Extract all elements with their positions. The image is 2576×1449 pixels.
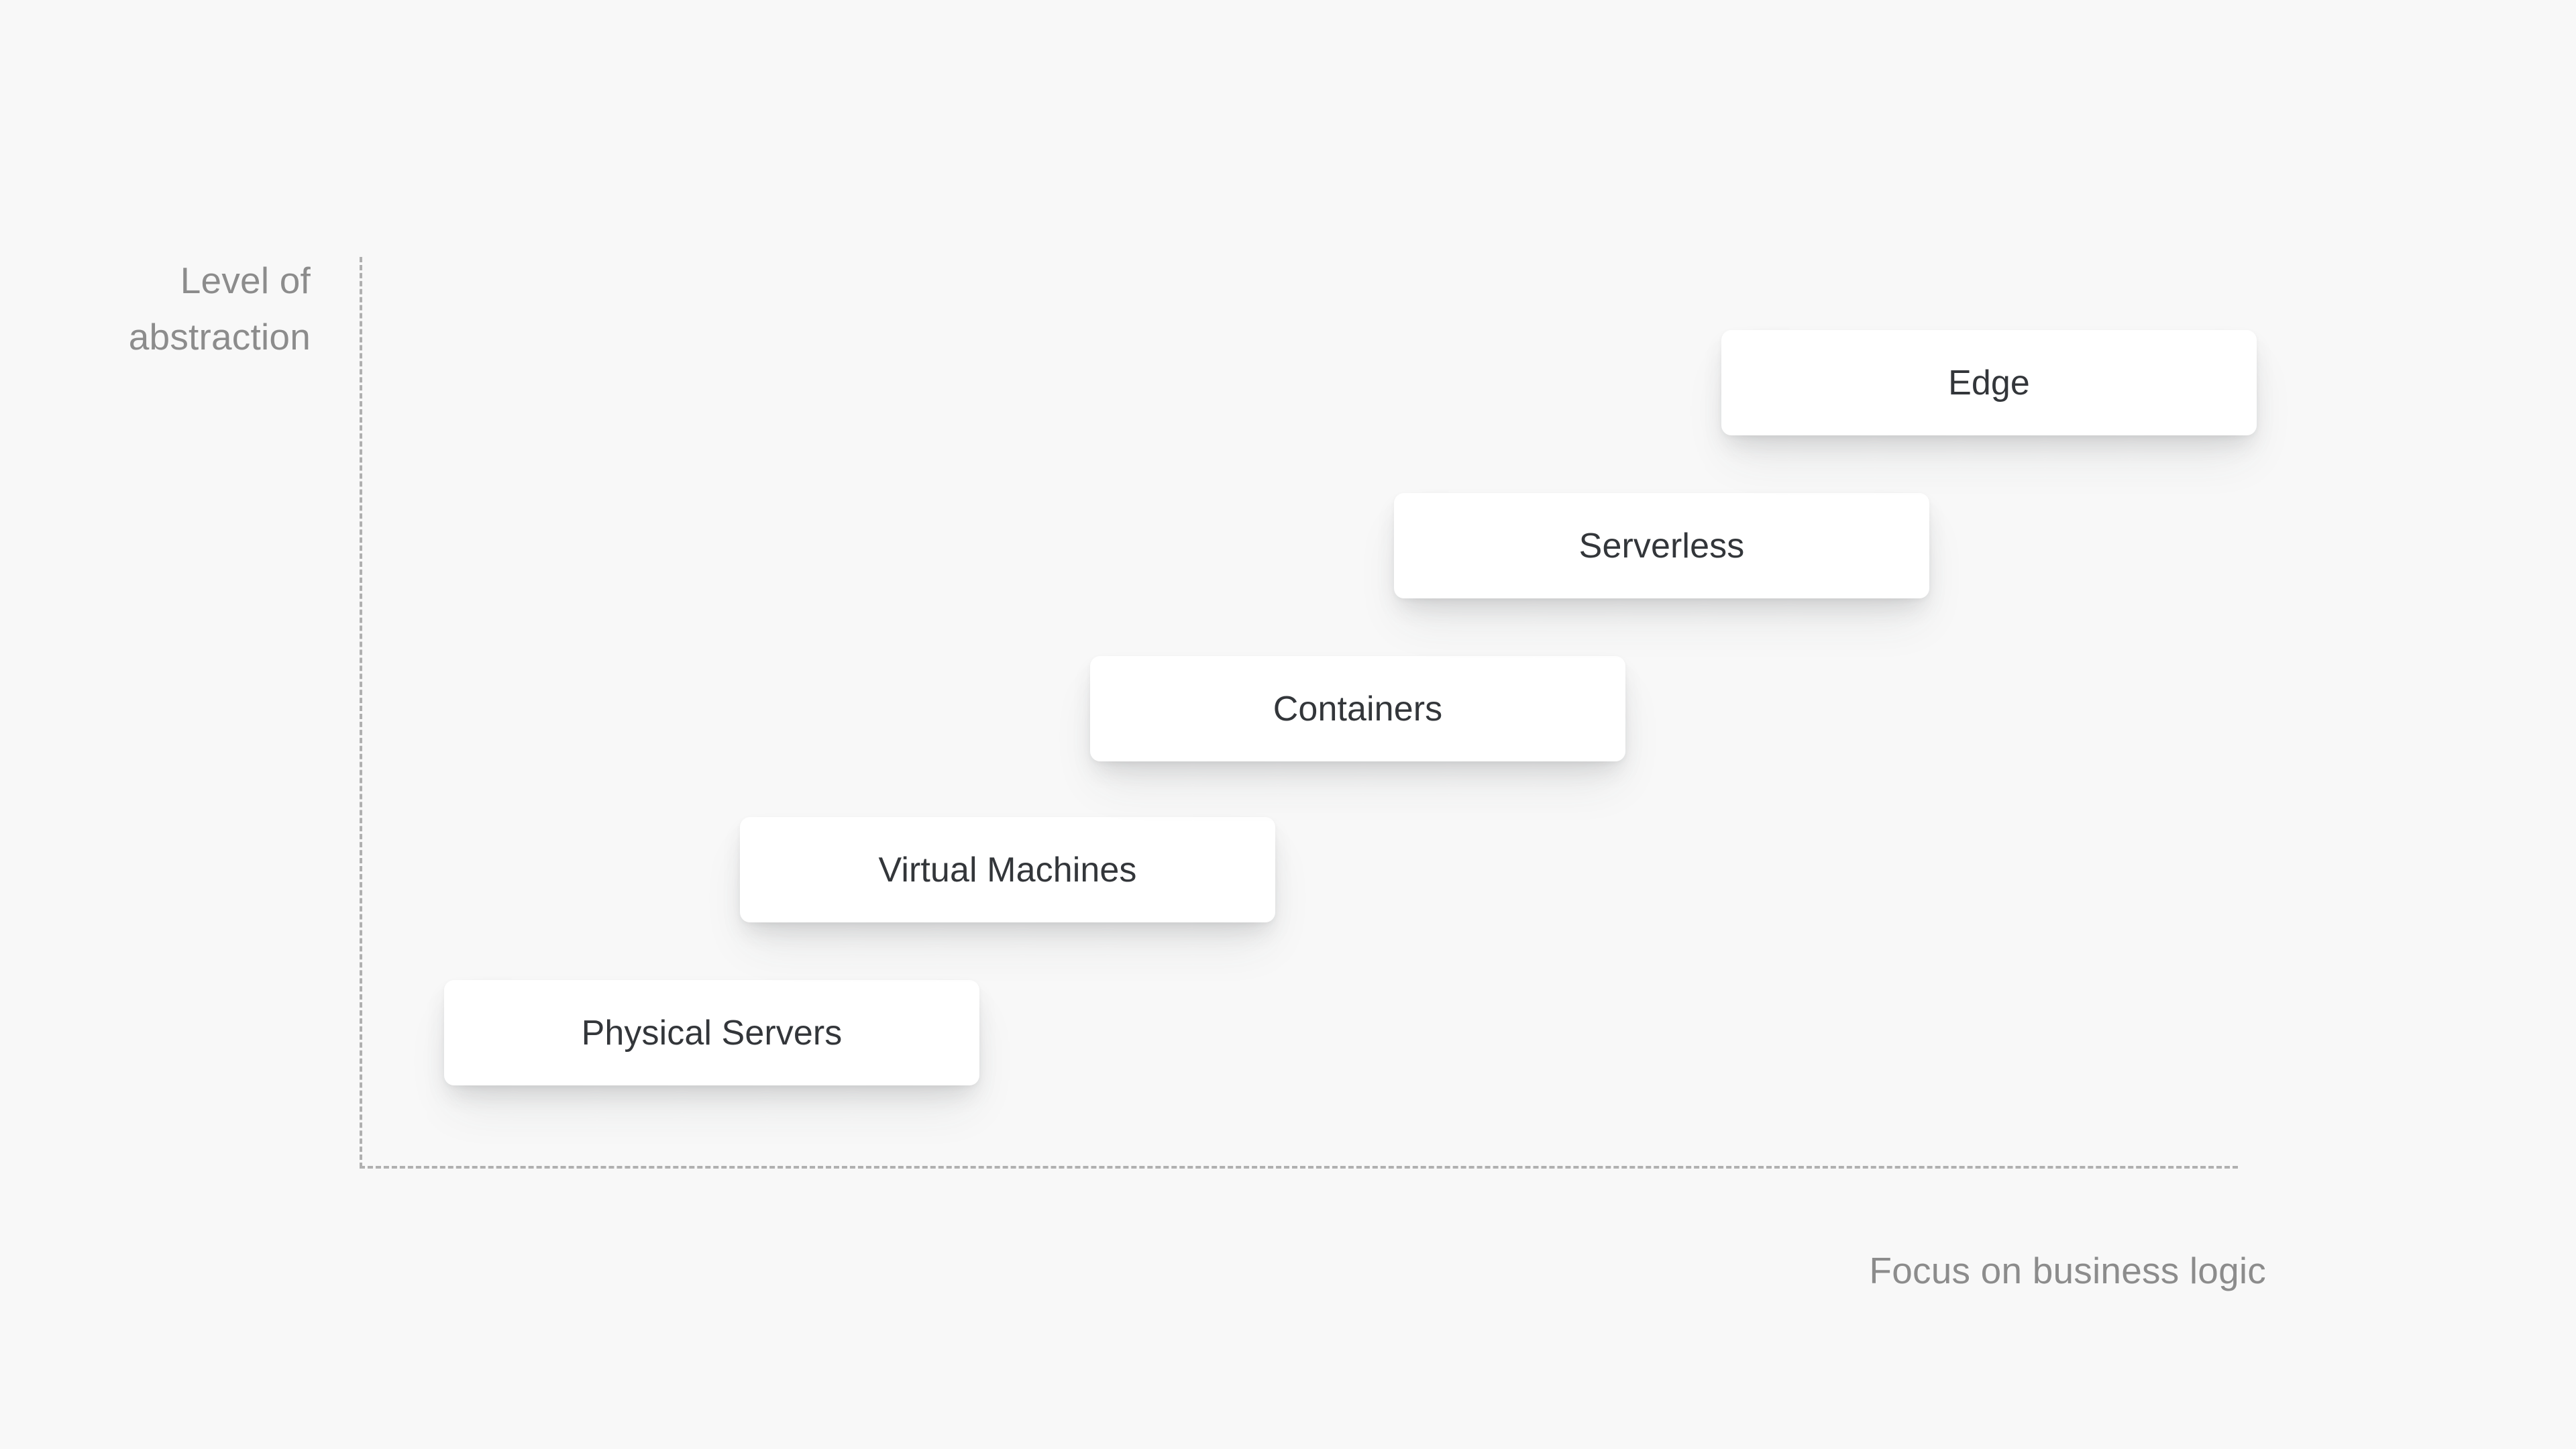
stair-card-label: Virtual Machines — [878, 850, 1137, 890]
stair-card-label: Containers — [1273, 689, 1443, 729]
stair-card-serverless[interactable]: Serverless — [1394, 493, 1929, 598]
x-axis-label: Focus on business logic — [1869, 1250, 2266, 1291]
stair-card-label: Physical Servers — [581, 1013, 843, 1053]
stair-card-physical-servers[interactable]: Physical Servers — [444, 980, 979, 1085]
stair-card-edge[interactable]: Edge — [1721, 330, 2257, 435]
stair-card-label: Edge — [1948, 363, 2030, 402]
y-axis-label: Level of abstraction — [128, 260, 311, 358]
x-axis-line — [360, 1166, 2238, 1169]
stair-card-virtual-machines[interactable]: Virtual Machines — [740, 817, 1275, 922]
y-axis-line — [360, 257, 362, 1168]
stair-card-label: Serverless — [1578, 526, 1745, 566]
stair-card-containers[interactable]: Containers — [1090, 656, 1625, 761]
